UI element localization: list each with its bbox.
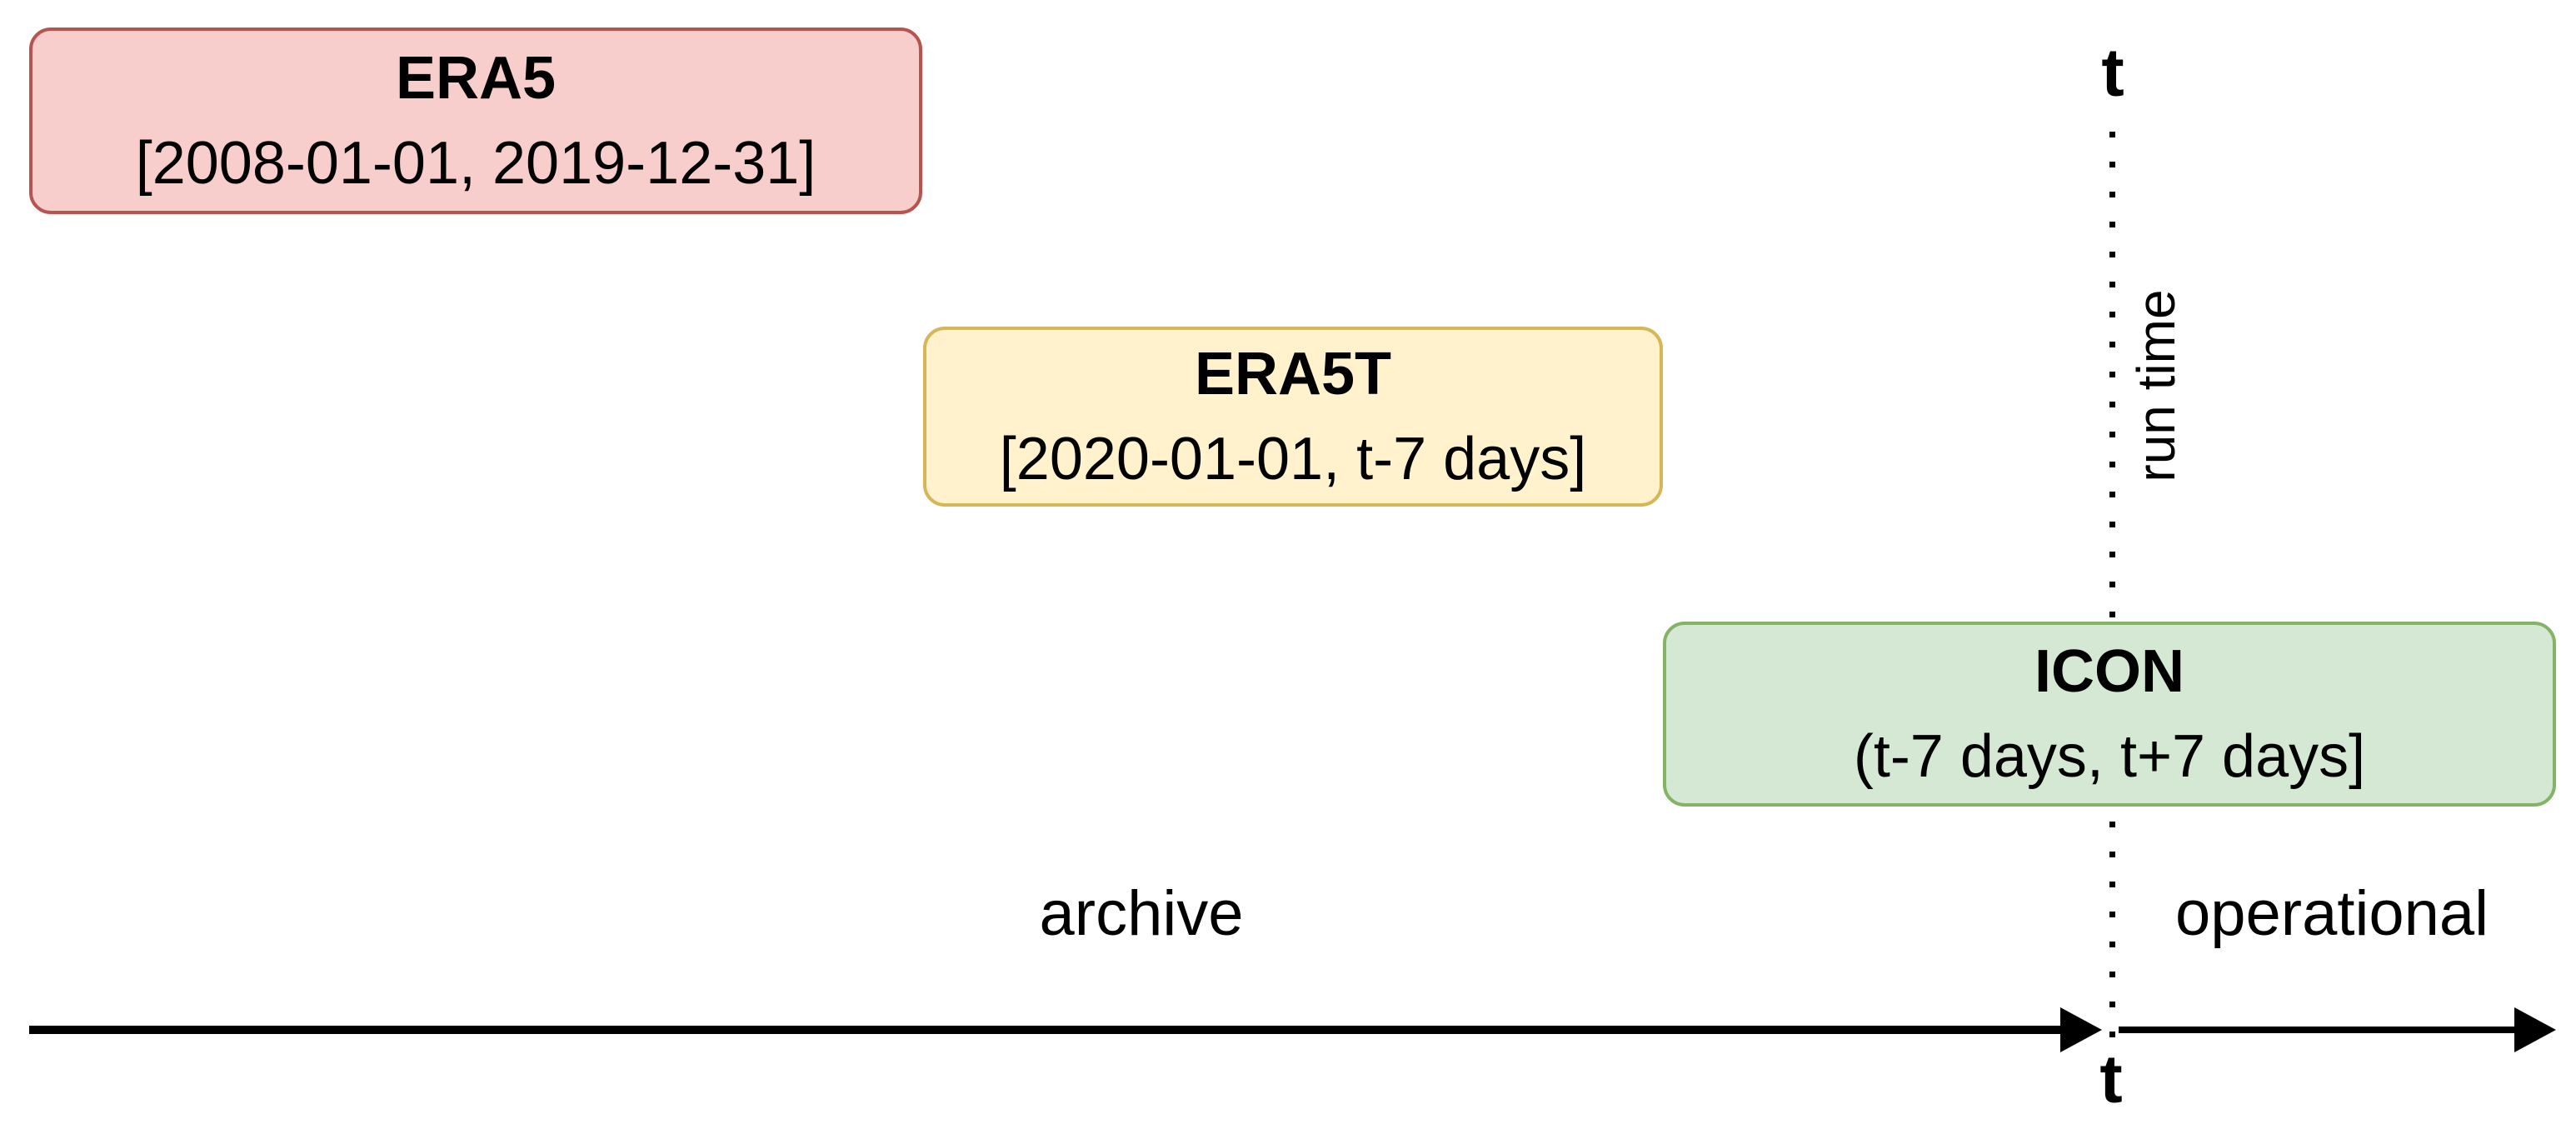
run-time-label: run time — [2126, 289, 2186, 482]
era5-title: ERA5 — [395, 45, 557, 112]
era5t-title: ERA5T — [1194, 341, 1392, 407]
era5t-interval-box: ERA5T [2020-01-01, t-7 days] — [923, 327, 1663, 507]
era5-interval-text: [2008-01-01, 2019-12-31] — [135, 130, 816, 197]
time-axis-line-archive-segment — [29, 1026, 2060, 1034]
icon-title: ICON — [2034, 638, 2184, 705]
time-axis-line-operational-segment — [2119, 1027, 2516, 1033]
time-axis-arrowhead-right-icon — [2514, 1007, 2556, 1052]
operational-region-label: operational — [2174, 878, 2489, 949]
run-time-dotted-line — [2109, 132, 2115, 1050]
icon-interval-text: (t-7 days, t+7 days] — [1853, 723, 2366, 790]
archive-region-label: archive — [1039, 878, 1244, 949]
t-label-bottom: t — [2099, 1042, 2123, 1117]
era5t-interval-text: [2020-01-01, t-7 days] — [999, 426, 1587, 492]
icon-interval-box: ICON (t-7 days, t+7 days] — [1663, 622, 2556, 807]
time-axis-arrowhead-at-t-icon — [2060, 1007, 2102, 1052]
era5-interval-box: ERA5 [2008-01-01, 2019-12-31] — [29, 27, 922, 214]
t-label-top: t — [2101, 35, 2124, 111]
